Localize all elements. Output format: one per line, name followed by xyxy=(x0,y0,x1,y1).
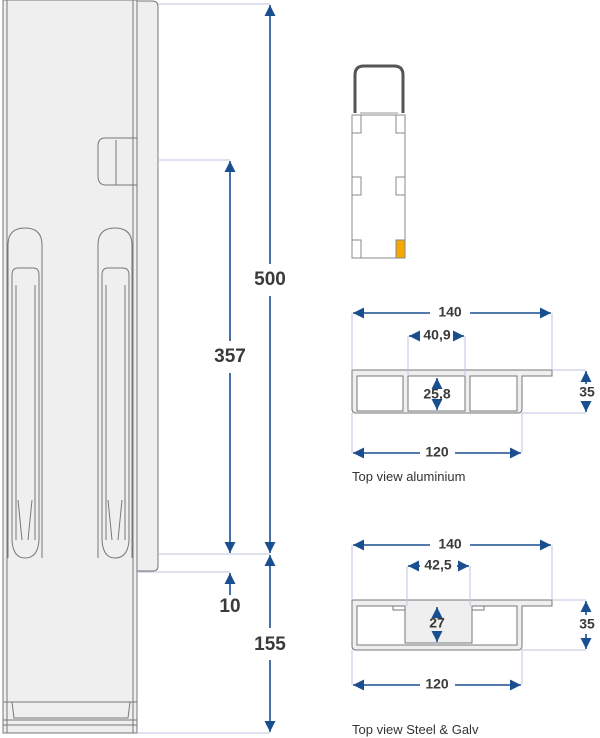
alu-cell-depth: 25,8 xyxy=(423,386,450,402)
steel-channel-depth: 27 xyxy=(429,615,445,631)
aluminium-profile: 140 40,9 25,8 35 120 Top view aluminium xyxy=(351,304,595,484)
dim-357-label: 357 xyxy=(214,346,246,367)
steel-depth: 35 xyxy=(579,616,595,632)
alu-width-total: 140 xyxy=(438,304,462,320)
dim-10-label: 10 xyxy=(219,596,240,617)
extension-lines xyxy=(137,3,270,734)
side-flange xyxy=(136,0,159,572)
truck-plan-icon xyxy=(351,64,406,259)
dim-155-label: 155 xyxy=(254,634,286,655)
side-elevation xyxy=(2,0,159,734)
steel-channel-width: 42,5 xyxy=(424,557,451,573)
alu-width-body: 120 xyxy=(425,444,449,460)
steel-width-body: 120 xyxy=(425,676,449,692)
grip-left xyxy=(7,227,43,559)
alu-cell-width: 40,9 xyxy=(423,327,450,343)
steel-profile: 140 42,5 27 35 120 Top view Steel & Galv xyxy=(351,536,595,737)
steel-width-total: 140 xyxy=(438,536,462,552)
alu-depth: 35 xyxy=(579,384,595,400)
alu-caption: Top view aluminium xyxy=(352,469,465,484)
highlighted-position xyxy=(395,239,406,259)
base-rail xyxy=(3,701,137,726)
main-panel xyxy=(2,0,138,734)
hinge xyxy=(97,137,137,186)
dim-500-label: 500 xyxy=(254,269,286,290)
grip-right xyxy=(97,227,133,559)
steel-caption: Top view Steel & Galv xyxy=(352,722,479,737)
